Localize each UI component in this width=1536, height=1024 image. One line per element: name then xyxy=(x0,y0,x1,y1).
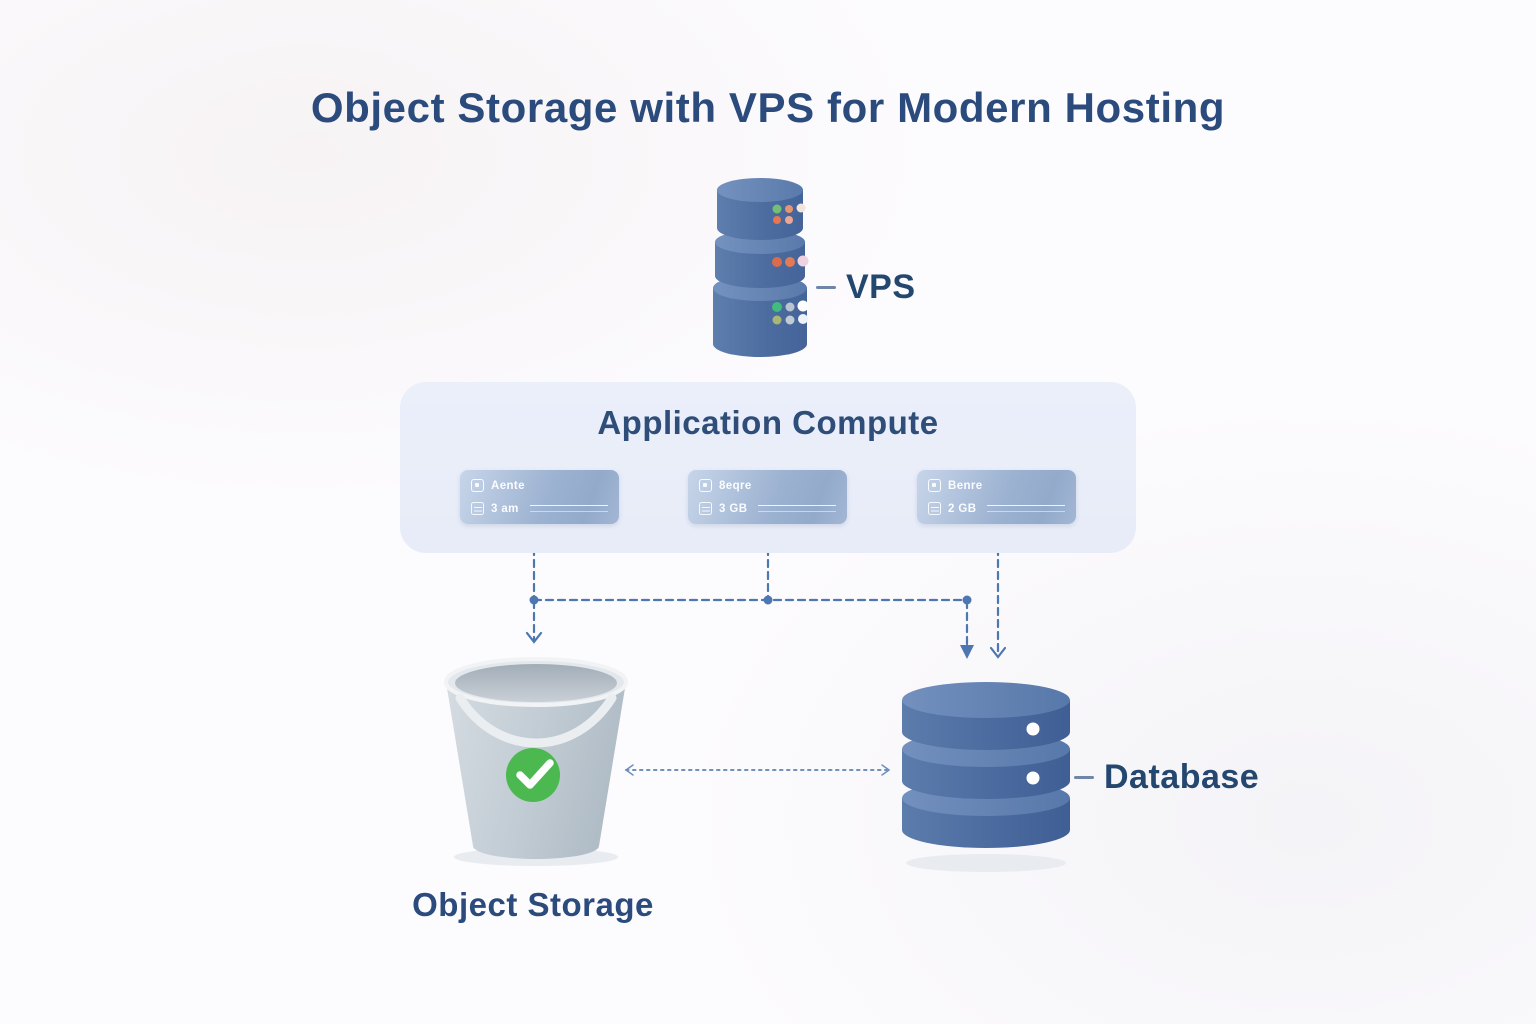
database-dot xyxy=(1026,722,1040,736)
app-instance-card: Aente 3 am xyxy=(460,470,619,524)
card-title-text: Aente xyxy=(491,479,525,492)
card-row: 8eqre xyxy=(699,479,836,492)
card-row: 2 GB xyxy=(928,502,1065,515)
vps-server-icon xyxy=(713,178,809,357)
card-meta-text: 2 GB xyxy=(948,502,977,515)
arrowhead-to-storage xyxy=(525,631,543,644)
server-led-dots-icon xyxy=(772,203,809,325)
arrowhead-left-link xyxy=(624,764,634,776)
arrowhead-card3 xyxy=(989,646,1007,659)
card-row: 3 am xyxy=(471,502,608,515)
database-icon xyxy=(902,682,1070,872)
page-title: Object Storage with VPS for Modern Hosti… xyxy=(310,84,1226,131)
object-storage-bucket-icon xyxy=(444,657,628,866)
vps-label-dash xyxy=(816,286,836,289)
card-row: Aente xyxy=(471,479,608,492)
app-instance-card: 8eqre 3 GB xyxy=(688,470,847,524)
card-row: Benre xyxy=(928,479,1065,492)
app-meta-icon xyxy=(928,502,941,515)
card-title-text: 8eqre xyxy=(719,479,752,492)
junction-dot-right xyxy=(962,595,972,605)
database-shadow xyxy=(906,854,1066,872)
card-row: 3 GB xyxy=(699,502,836,515)
card-meta-text: 3 GB xyxy=(719,502,748,515)
card-divider-lines xyxy=(529,505,608,512)
vps-label: VPS xyxy=(846,268,916,306)
card-divider-lines xyxy=(758,505,836,512)
application-compute-panel: Application Compute Aente 3 am 8eqre 3 G… xyxy=(400,382,1136,553)
card-divider-lines xyxy=(987,505,1065,512)
app-badge-icon xyxy=(928,479,941,492)
app-meta-icon xyxy=(699,502,712,515)
card-meta-text: 3 am xyxy=(491,502,519,515)
app-badge-icon xyxy=(471,479,484,492)
compute-panel-title: Application Compute xyxy=(597,404,939,441)
app-badge-icon xyxy=(699,479,712,492)
database-label-dash xyxy=(1074,776,1094,779)
junction-dot-left xyxy=(529,595,539,605)
arrowhead-filled-database xyxy=(960,645,974,659)
database-label-group: Database xyxy=(1074,758,1259,797)
junction-dot-middle xyxy=(763,595,773,605)
database-dot xyxy=(1026,771,1040,785)
app-meta-icon xyxy=(471,502,484,515)
object-storage-label: Object Storage xyxy=(412,886,654,923)
check-icon xyxy=(506,748,560,802)
database-label: Database xyxy=(1104,758,1260,796)
arrowhead-right-link xyxy=(881,764,891,776)
vps-label-group: VPS xyxy=(816,268,916,307)
card-title-text: Benre xyxy=(948,479,983,492)
bucket-handle xyxy=(455,693,617,748)
app-instance-card: Benre 2 GB xyxy=(917,470,1076,524)
